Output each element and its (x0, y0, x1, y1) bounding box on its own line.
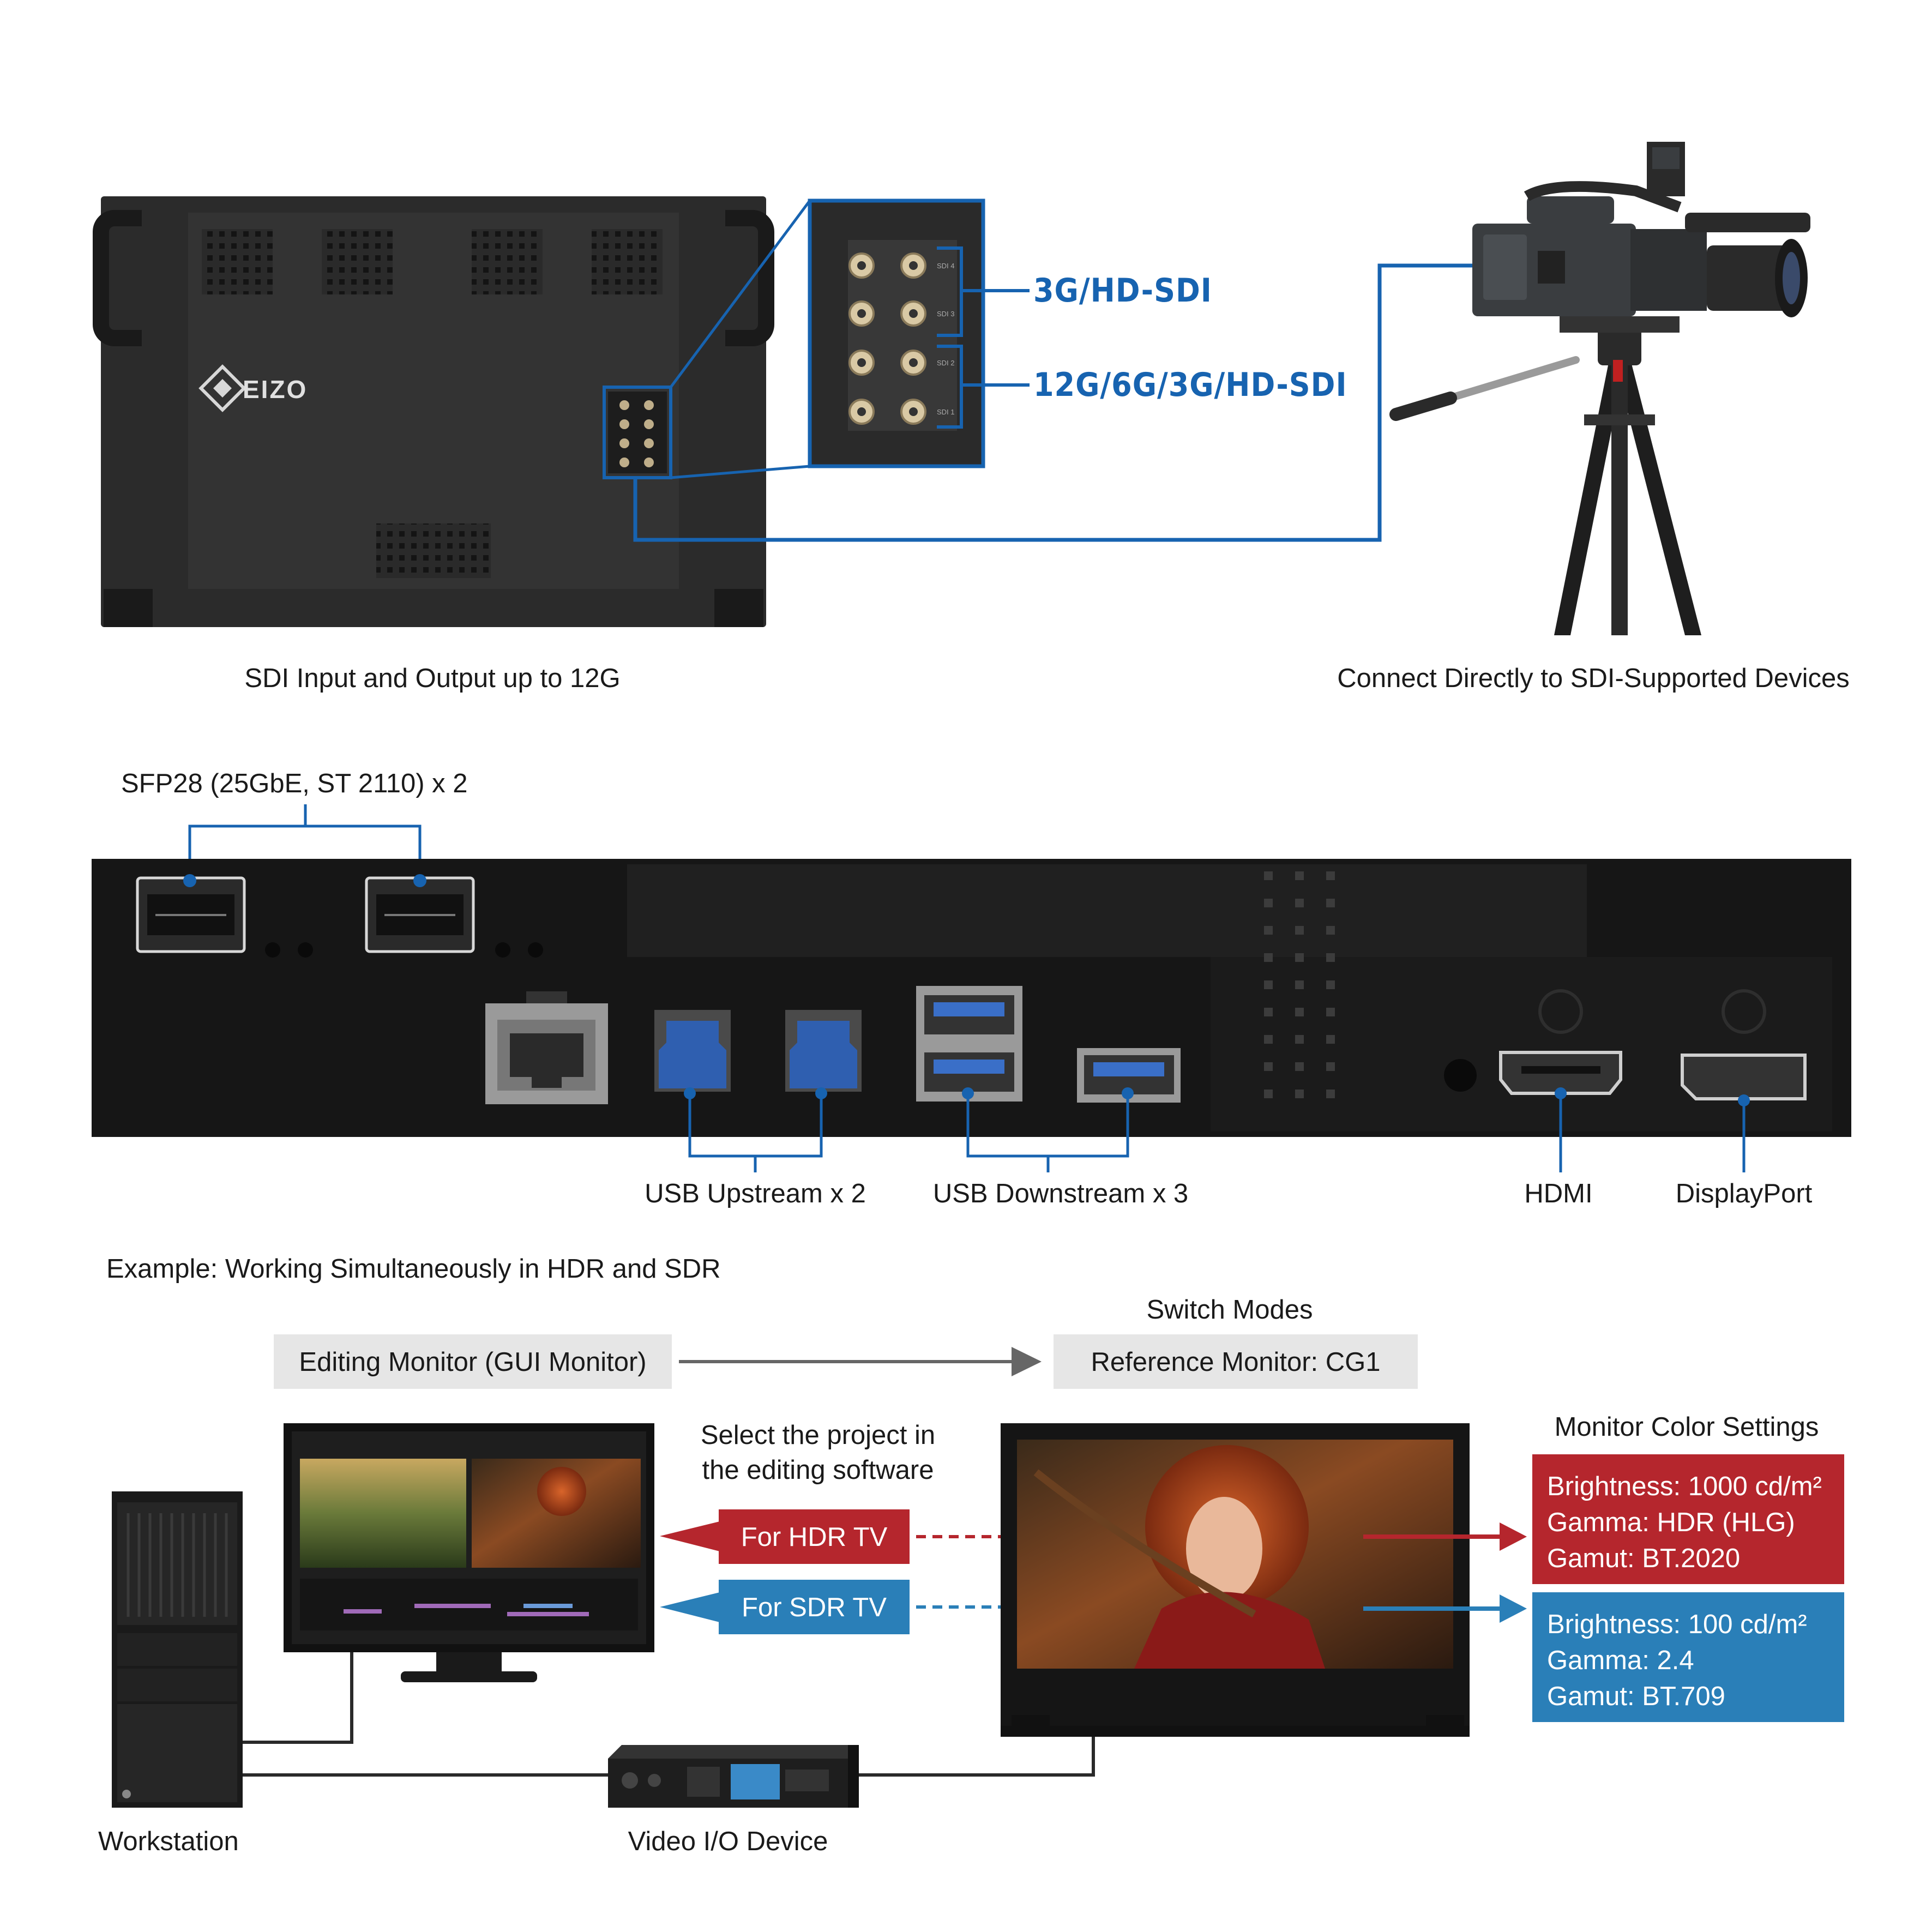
sfp-bracket (188, 804, 422, 881)
usb-downstream-label: USB Downstream x 3 (933, 1179, 1188, 1208)
eizo-logo-icon: EIZO (198, 364, 308, 412)
reference-monitor-icon (1001, 1423, 1470, 1737)
video-io-device-icon (608, 1745, 859, 1808)
io-connection-lines (688, 1093, 1746, 1172)
lan-port-icon (485, 991, 608, 1104)
port-label-sdi4: SDI 4 (937, 262, 955, 270)
select-project-line2: the editing software (702, 1455, 934, 1485)
sfp-port-2 (365, 876, 475, 953)
sdr-pointer-icon (660, 1592, 720, 1622)
caption-sdi-io: SDI Input and Output up to 12G (244, 664, 620, 693)
workstation-icon (112, 1491, 243, 1808)
zoom-line-top (669, 200, 811, 388)
caption-sdi-devices: Connect Directly to SDI-Supported Device… (1337, 664, 1850, 693)
sfp-port-1 (136, 876, 246, 953)
video-io-label: Video I/O Device (628, 1827, 828, 1856)
for-sdr-label: For SDR TV (742, 1593, 887, 1622)
sdr-settings-box (1532, 1592, 1844, 1722)
sdr-brightness: Brightness: 100 cd/m² (1547, 1610, 1807, 1639)
usb-upstream-port-1 (654, 1010, 731, 1092)
for-hdr-box (719, 1509, 910, 1564)
port-label-sdi2: SDI 2 (937, 359, 955, 367)
sdi-connection-line (633, 263, 1483, 542)
hdmi-label: HDMI (1524, 1179, 1592, 1208)
settings-title: Monitor Color Settings (1555, 1412, 1819, 1442)
usb-upstream-port-2 (785, 1010, 862, 1092)
port-label-sdi1: SDI 1 (937, 408, 955, 416)
sfp-label: SFP28 (25GbE, ST 2110) x 2 (121, 769, 468, 798)
hdr-settings-box (1532, 1454, 1844, 1584)
hdr-brightness: Brightness: 1000 cd/m² (1547, 1472, 1822, 1501)
usb-downstream-ports (916, 986, 1181, 1103)
for-sdr-box (719, 1580, 910, 1634)
zoom-line-bottom (670, 465, 810, 479)
workstation-label: Workstation (98, 1827, 239, 1856)
reference-monitor-label: Reference Monitor: CG1 (1091, 1347, 1380, 1377)
sdi-port-highlight (603, 386, 672, 479)
displayport-label: DisplayPort (1676, 1179, 1813, 1208)
editing-monitor-label: Editing Monitor (GUI Monitor) (299, 1347, 646, 1377)
sdr-gamma: Gamma: 2.4 (1547, 1646, 1694, 1675)
example-title: Example: Working Simultaneously in HDR a… (106, 1254, 721, 1284)
hdr-gamma: Gamma: HDR (HLG) (1547, 1508, 1795, 1537)
port-label-sdi3: SDI 3 (937, 310, 955, 318)
for-hdr-label: For HDR TV (741, 1522, 888, 1552)
editing-monitor-icon (284, 1423, 654, 1682)
select-project-line1: Select the project in (701, 1421, 935, 1450)
sdi-label-12g: 12G/6G/3G/HD-SDI (1033, 366, 1347, 404)
switch-modes-label: Switch Modes (1146, 1295, 1313, 1325)
camera-icon (1389, 142, 1810, 635)
displayport-icon (1681, 989, 1807, 1100)
reference-monitor-box (1054, 1334, 1418, 1389)
editing-monitor-box (274, 1334, 672, 1389)
monitor-rear-panel (93, 196, 774, 627)
sdi-port-zoom: SDI 4 SDI 3 SDI 2 SDI 1 (808, 198, 1030, 468)
audio-jack-icon (1444, 1059, 1477, 1092)
sdi-label-3g: 3G/HD-SDI (1033, 272, 1212, 310)
hdmi-port-icon (1499, 989, 1622, 1095)
usb-upstream-label: USB Upstream x 2 (645, 1179, 866, 1208)
brand-logo: EIZO (243, 375, 308, 404)
hdr-pointer-icon (660, 1521, 720, 1551)
hdr-gamut: Gamut: BT.2020 (1547, 1544, 1740, 1573)
sdr-gamut: Gamut: BT.709 (1547, 1682, 1725, 1711)
